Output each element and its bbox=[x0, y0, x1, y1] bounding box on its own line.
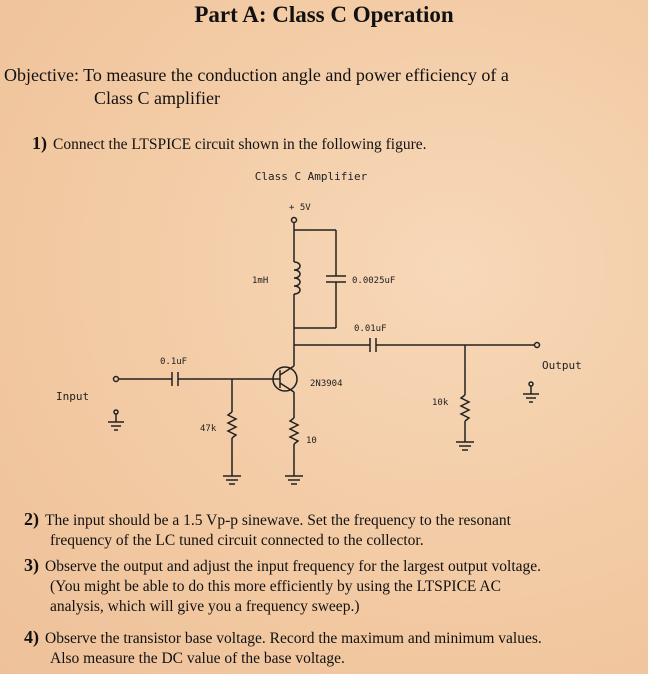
load-resistor-label: 10k bbox=[432, 398, 449, 408]
tank-capacitor-label: 0.0025uF bbox=[352, 276, 395, 286]
step-number: 2) bbox=[24, 509, 39, 529]
input-capacitor-label: 0.1uF bbox=[160, 357, 187, 367]
emitter-resistor-symbol bbox=[288, 417, 300, 445]
objective-text-line1: To measure the conduction angle and powe… bbox=[83, 65, 509, 85]
input-ground-terminal bbox=[113, 409, 119, 415]
load-resistor-symbol bbox=[459, 394, 471, 422]
step-1: 1) Connect the LTSPICE circuit shown in t… bbox=[32, 133, 427, 155]
output-ground-terminal bbox=[528, 381, 534, 387]
step-text-line1: The input should be a 1.5 Vp-p sinewave.… bbox=[45, 512, 511, 529]
step-text-line2: Also measure the DC value of the base vo… bbox=[50, 650, 345, 667]
base-resistor-symbol bbox=[226, 411, 238, 439]
objective-label: Objective: bbox=[4, 65, 79, 85]
inductor-label: 1mH bbox=[252, 276, 268, 286]
step-2: 2) The input should be a 1.5 Vp-p sinewav… bbox=[24, 509, 511, 551]
step-number: 3) bbox=[24, 555, 39, 575]
coupling-capacitor-label: 0.01uF bbox=[354, 324, 387, 334]
objective-text-line2: Class C amplifier bbox=[94, 88, 220, 108]
step-text-line3: analysis, which will give you a frequenc… bbox=[50, 598, 360, 615]
step-3: 3) Observe the output and adjust the inpu… bbox=[24, 555, 541, 617]
transistor-label: 2N3904 bbox=[310, 379, 343, 389]
emitter-resistor-label: 10 bbox=[306, 436, 317, 446]
page-title: Part A: Class C Operation bbox=[194, 2, 454, 27]
step-text: Connect the LTSPICE circuit shown in the… bbox=[53, 136, 427, 153]
step-number: 1) bbox=[32, 133, 47, 153]
circuit-diagram: Class C Amplifier + 5V 1mH 0.0025uF 0.01… bbox=[56, 170, 582, 485]
step-text-line2: (You might be able to do this more effic… bbox=[50, 578, 501, 595]
step-text-line1: Observe the output and adjust the input … bbox=[45, 558, 542, 575]
step-4: 4) Observe the transistor base voltage. R… bbox=[24, 627, 542, 669]
objective: Objective: To measure the conduction ang… bbox=[4, 64, 644, 110]
output-terminal bbox=[533, 341, 541, 349]
inductor-symbol bbox=[293, 261, 301, 295]
input-terminal bbox=[112, 375, 120, 383]
supply-terminal bbox=[290, 216, 298, 224]
step-text-line1: Observe the transistor base voltage. Rec… bbox=[45, 630, 542, 647]
input-label: Input bbox=[56, 390, 89, 403]
base-resistor-label: 47k bbox=[200, 424, 217, 434]
step-text-line2: frequency of the LC tuned circuit connec… bbox=[50, 532, 424, 549]
output-label: Output bbox=[542, 359, 582, 372]
step-number: 4) bbox=[24, 627, 39, 647]
circuit-title: Class C Amplifier bbox=[255, 170, 368, 183]
supply-label: + 5V bbox=[289, 203, 311, 213]
